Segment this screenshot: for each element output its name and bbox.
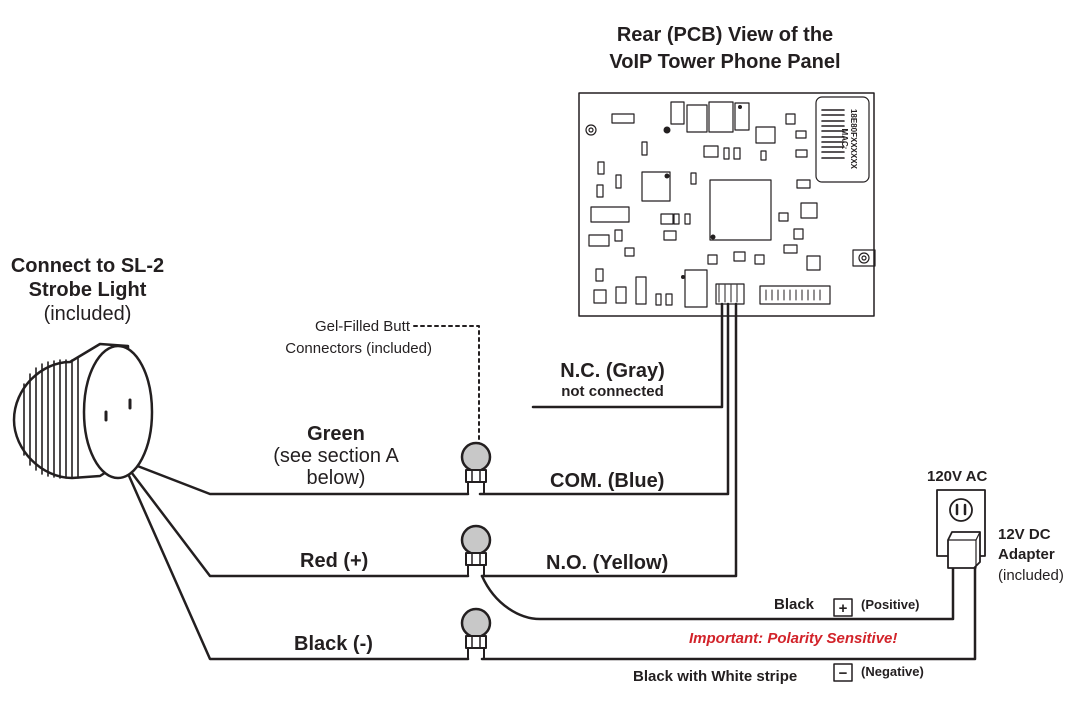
- black-wire: [120, 458, 470, 661]
- negative-sign: −: [839, 665, 848, 682]
- nc-note: not connected: [561, 383, 664, 400]
- panel-title-line2: VoIP Tower Phone Panel: [609, 51, 841, 73]
- butt-connector-icon: [460, 607, 492, 660]
- nc-wire: [531, 302, 724, 409]
- green-wire: [120, 458, 470, 496]
- negative-wire-label: Black with White stripe: [633, 668, 798, 685]
- nc-label: N.C. (Gray): [560, 360, 665, 382]
- polarity-warning: Important: Polarity Sensitive!: [689, 630, 898, 647]
- red-label: Red (+): [300, 550, 369, 572]
- no-label: N.O. (Yellow): [546, 552, 669, 574]
- adapter-note: (included): [998, 567, 1064, 584]
- ac-label: 120V AC: [927, 468, 988, 485]
- connectors-leader: [413, 325, 480, 451]
- green-note-line2: below): [306, 467, 366, 489]
- no-wire: [480, 302, 738, 578]
- adapter-negative-wire: [480, 565, 977, 661]
- dc-adapter-icon: [947, 531, 981, 569]
- black-label: Black (-): [294, 633, 373, 655]
- panel-title-line1: Rear (PCB) View of the: [616, 24, 834, 46]
- strobe-title-line2: Strobe Light: [28, 279, 147, 301]
- red-wire: [120, 458, 470, 578]
- butt-connector-icon: [460, 524, 492, 577]
- positive-sign: +: [839, 600, 848, 617]
- com-label: COM. (Blue): [550, 470, 665, 492]
- positive-sign-box: [833, 598, 853, 617]
- mac-label: MAC:: [840, 129, 849, 150]
- com-wire: [478, 302, 730, 496]
- connectors-note-line2: Connectors (included): [285, 340, 432, 357]
- positive-polarity: (Positive): [861, 597, 920, 612]
- adapter-positive-wire: [480, 565, 955, 621]
- pcb-board-icon: [578, 92, 876, 317]
- mac-value: 18E80FXXXXXX: [849, 109, 858, 170]
- positive-wire-label: Black: [774, 596, 815, 613]
- connectors-note-line1: Gel-Filled Butt: [314, 318, 410, 335]
- adapter-label-line1: 12V DC: [998, 526, 1051, 543]
- strobe-note: (included): [43, 303, 132, 325]
- strobe-title-line1: Connect to SL-2: [10, 255, 165, 277]
- negative-sign-box: [833, 663, 853, 682]
- green-label: Green: [307, 423, 365, 445]
- adapter-label-line2: Adapter: [998, 546, 1055, 563]
- strobe-light-icon: [12, 342, 154, 480]
- green-note-line1: (see section A: [273, 445, 399, 467]
- butt-connector-icon: [460, 441, 492, 495]
- negative-polarity: (Negative): [861, 664, 924, 679]
